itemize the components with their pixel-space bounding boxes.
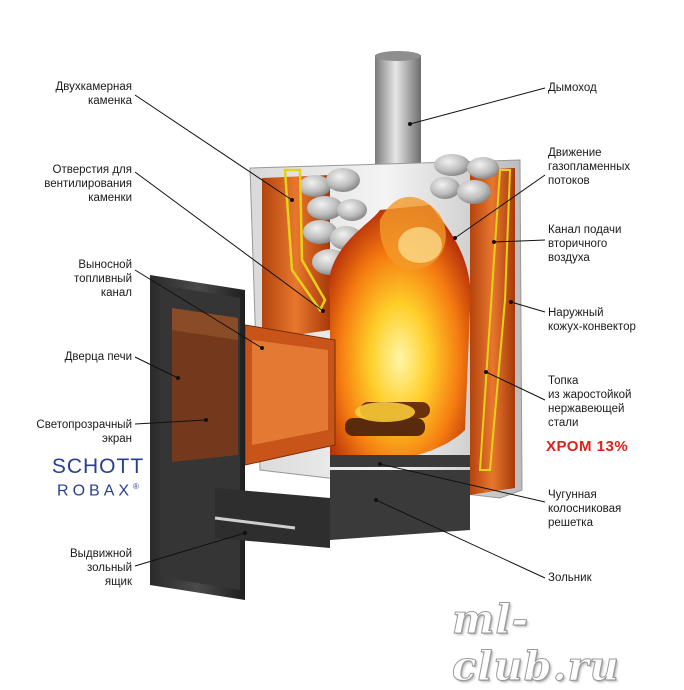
copper-wall-right [470,168,515,495]
burning-logs [345,402,430,436]
label-dual-chamber: Двухкамерная каменка [55,81,133,107]
glass-screen [172,308,238,462]
label-gas-flow: Движение газопламенных потоков [548,147,631,187]
label-remote-channel: Выносной топливный канал [73,259,132,299]
stove-diagram: Двухкамерная каменка Отверстия для венти… [36,51,636,690]
ash-drawer-shape [215,488,330,548]
ash-pit-shape [330,470,470,540]
leader-lines [134,87,546,579]
label-outer-casing: Наружный кожух-конвектор [548,307,636,333]
grate-bars [330,455,470,467]
label-door: Дверца печи [64,351,132,363]
label-chimney: Дымоход [548,82,597,94]
label-vent-holes: Отверстия для вентилирования каменки [44,164,132,204]
sauna-stones [299,154,499,275]
leader-dots [176,122,513,535]
firebox-flames [328,205,471,461]
brand-line1: SCHOTT [51,455,145,478]
steel-grade-label: ХРОМ 13% [546,438,629,455]
label-firebox: Топка из жаростойкой нержавеющей стали [548,375,632,429]
label-screen: Светопрозрачный экран [36,419,132,445]
label-grate: Чугунная колосниковая решетка [548,489,622,529]
label-ash-drawer: Выдвижной зольный ящик [69,548,132,588]
label-secondary-air: Канал подачи вторичного воздуха [548,224,622,264]
schott-robax-logo: SCHOTT ROBAX® [38,456,158,500]
stove-illustration [134,51,546,600]
brand-line2: ROBAX® [57,482,139,500]
watermark: ml-club.ru [452,596,620,690]
label-ash-pit: Зольник [548,572,592,584]
